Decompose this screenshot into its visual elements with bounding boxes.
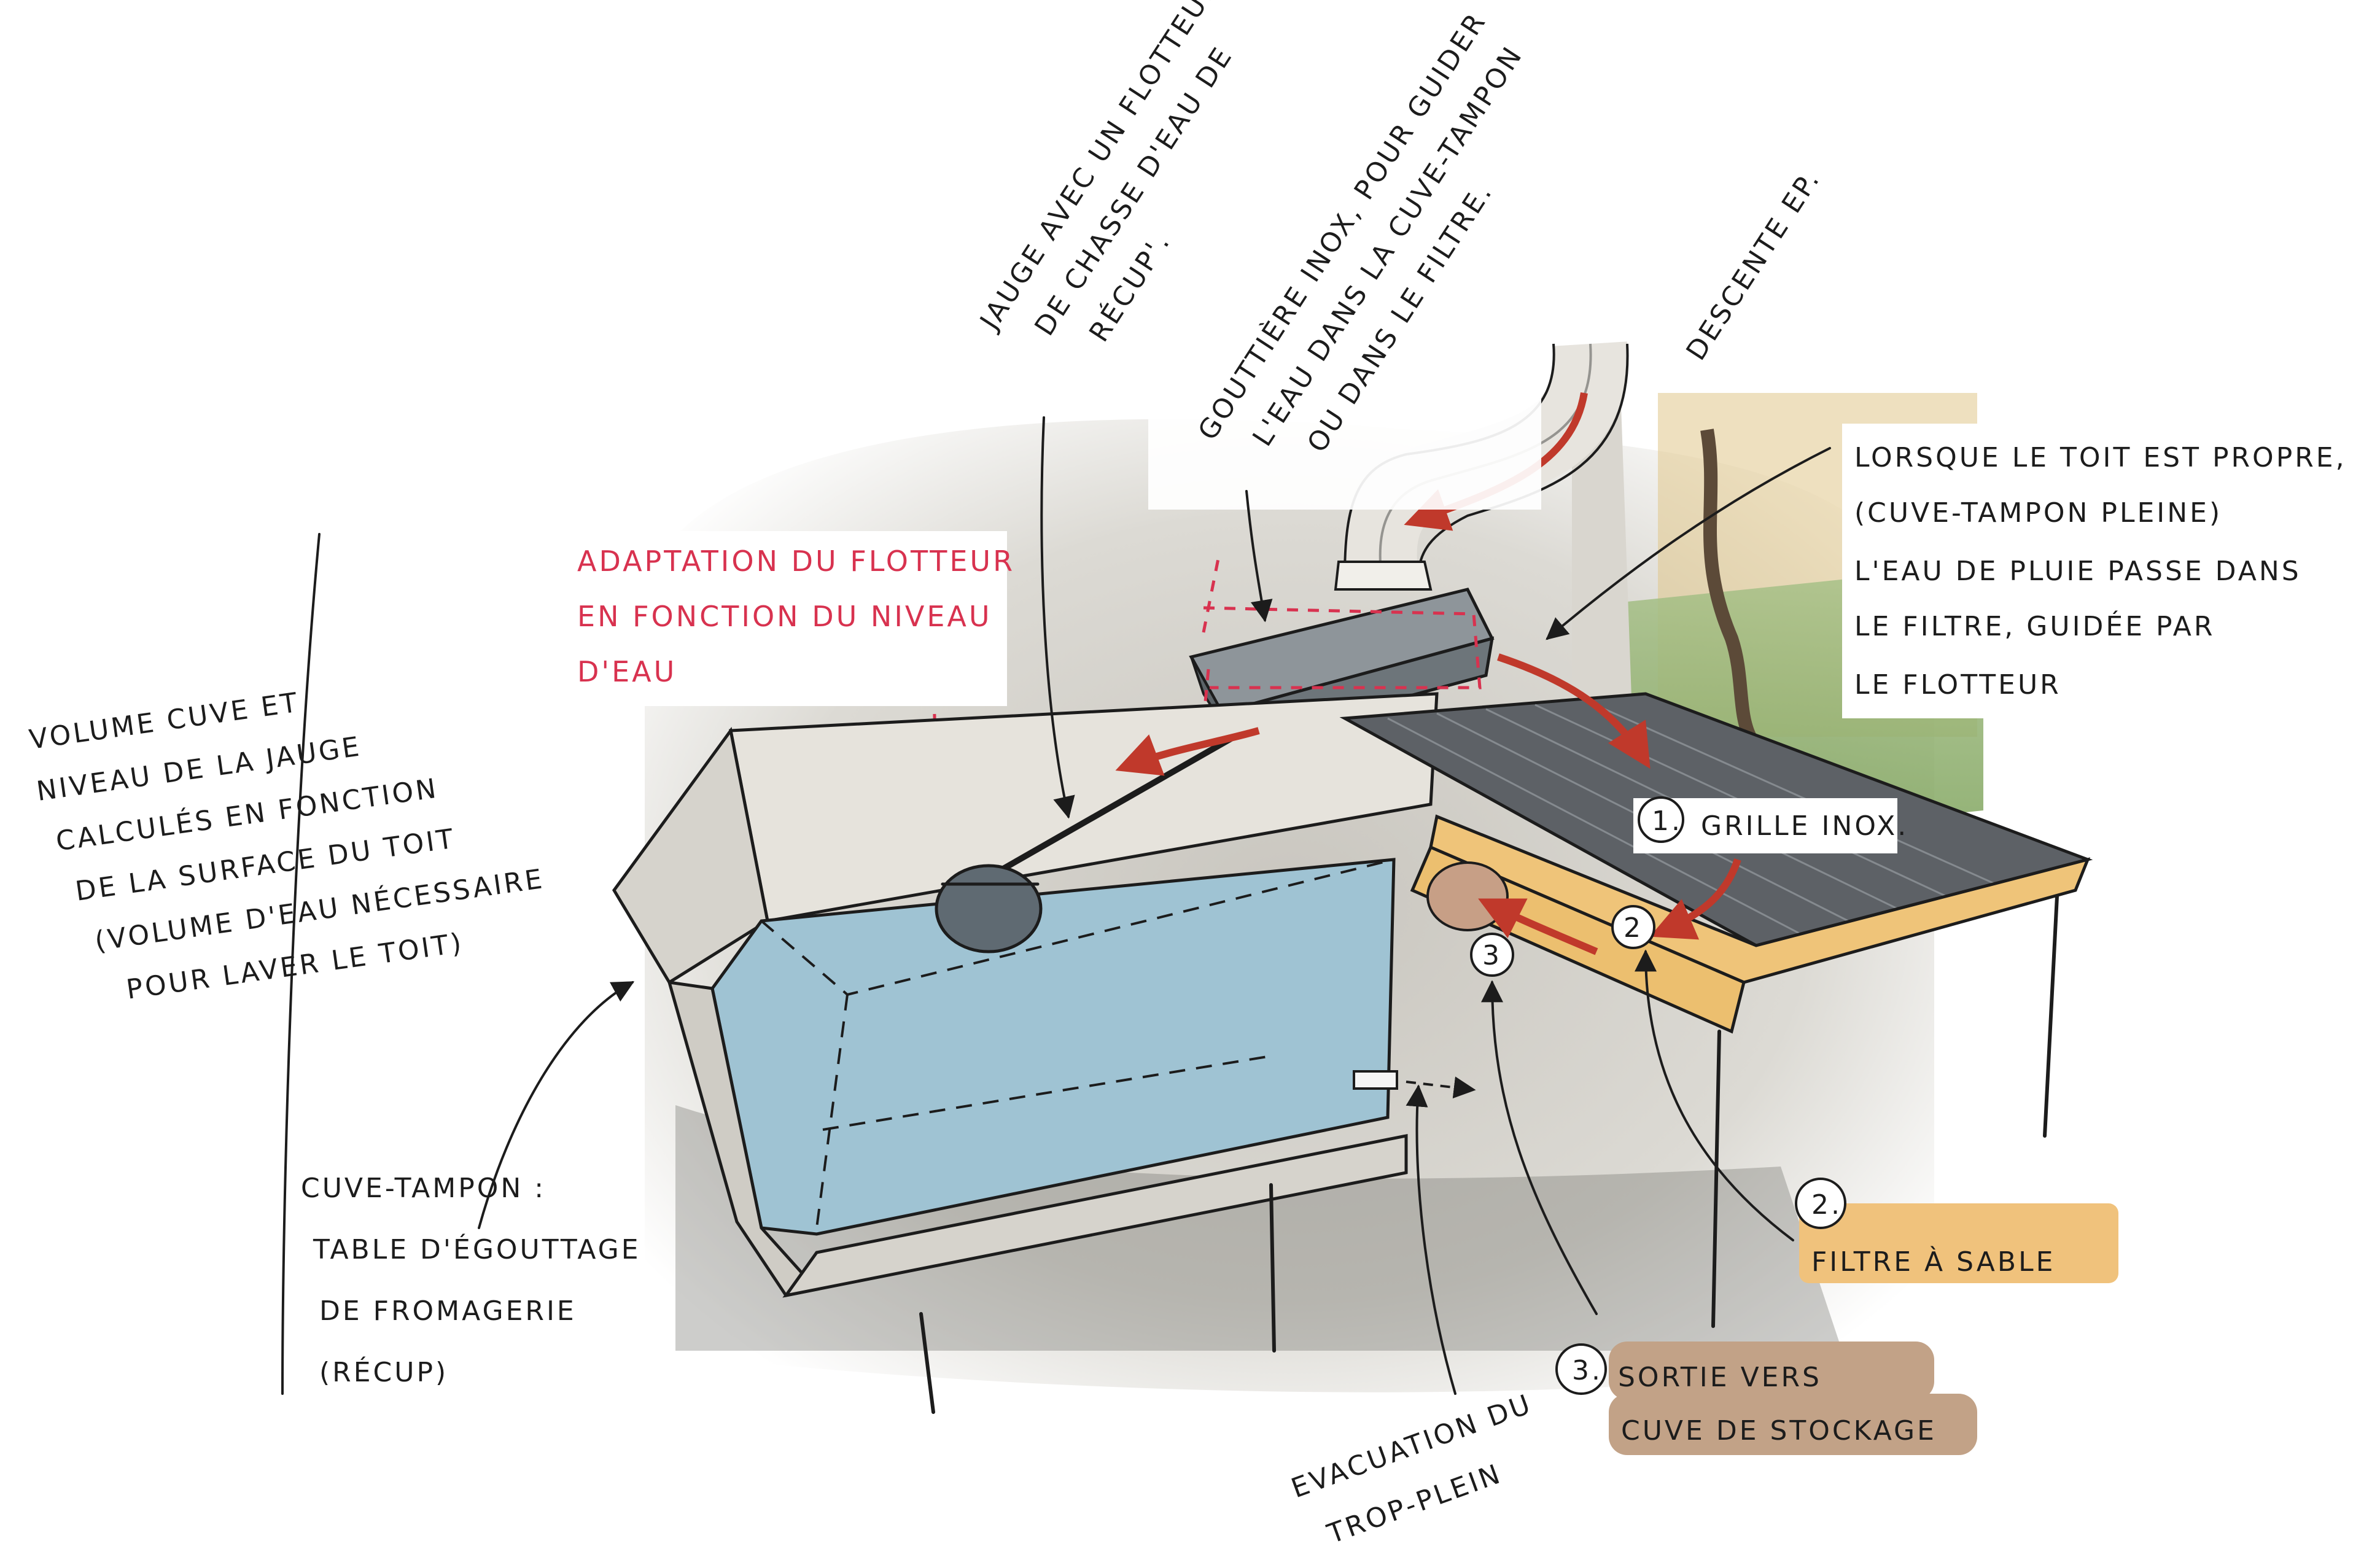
float-note-line1: ADAPTATION DU FLOTTEUR: [577, 545, 1015, 578]
marker-3: 3: [1470, 933, 1514, 977]
roof-note-line2: (CUVE-TAMPON PLEINE): [1854, 497, 2222, 529]
flow-arrows: [1115, 392, 1741, 955]
leader-lines: [281, 416, 1831, 1395]
buffer-tank-note: CUVE-TAMPON : TABLE D'ÉGOUTTAGE DE FROMA…: [301, 1173, 641, 1388]
marker-2: 2: [1611, 905, 1655, 949]
grid-label: GRILLE INOX.: [1701, 810, 1908, 842]
sand-filter-note: 2. FILTRE À SABLE: [1795, 1178, 2055, 1278]
grid-note: 1. GRILLE INOX.: [1638, 796, 1908, 843]
gutter-note-box: [1148, 147, 1541, 510]
downpipe-label: DESCENTE EP.: [1680, 164, 1826, 366]
float-note-line3: D'EAU: [577, 655, 677, 688]
marker-2-label: 2: [1624, 912, 1643, 944]
exit-line2: CUVE DE STOCKAGE: [1621, 1415, 1937, 1446]
buffer-note-line3: DE FROMAGERIE: [319, 1295, 577, 1327]
buffer-note-line2: TABLE D'ÉGOUTTAGE: [313, 1233, 641, 1265]
buffer-tank: [612, 692, 1476, 1414]
exit-note: 3. SORTIE VERS CUVE DE STOCKAGE: [1555, 1343, 1937, 1446]
exit-tag-line1-bg: [1609, 1342, 1934, 1400]
overflow-note: EVACUATION DU TROP-PLEIN: [1287, 1388, 1536, 1550]
float-note-line2: EN FONCTION DU NIVEAU: [577, 600, 992, 633]
buffer-note-line1: CUVE-TAMPON :: [301, 1173, 546, 1204]
float-assembly: [935, 734, 1236, 953]
roof-note-line5: LE FLOTTEUR: [1854, 669, 2061, 701]
roof-note-box: [1842, 424, 2370, 718]
buffer-note-line4: (RÉCUP): [319, 1356, 448, 1388]
marker-3-label: 3: [1482, 940, 1502, 971]
downpipe-note: DESCENTE EP.: [1680, 164, 1826, 366]
exit-line1: SORTIE VERS: [1618, 1362, 1822, 1393]
float-note-box: [565, 531, 1007, 706]
sand-filter-tag: [1799, 1203, 2118, 1283]
clean-roof-note: LORSQUE LE TOIT EST PROPRE, (CUVE-TAMPON…: [1854, 442, 2347, 701]
exit-number: 3.: [1572, 1355, 1603, 1386]
exit-tag-line2-bg: [1609, 1394, 1977, 1455]
volume-note: VOLUME CUVE ET NIVEAU DE LA JAUGE CALCUL…: [27, 687, 546, 1006]
sand-label: FILTRE À SABLE: [1811, 1245, 2055, 1278]
sand-number: 2.: [1811, 1189, 1842, 1221]
roof-note-line1: LORSQUE LE TOIT EST PROPRE,: [1854, 442, 2347, 473]
float-adaptation-note: ADAPTATION DU FLOTTEUR EN FONCTION DU NI…: [577, 545, 1015, 688]
roof-note-line3: L'EAU DE PLUIE PASSE DANS: [1854, 556, 2301, 587]
roof-note-line4: LE FILTRE, GUIDÉE PAR: [1854, 610, 2215, 642]
grid-number: 1.: [1652, 806, 1682, 837]
